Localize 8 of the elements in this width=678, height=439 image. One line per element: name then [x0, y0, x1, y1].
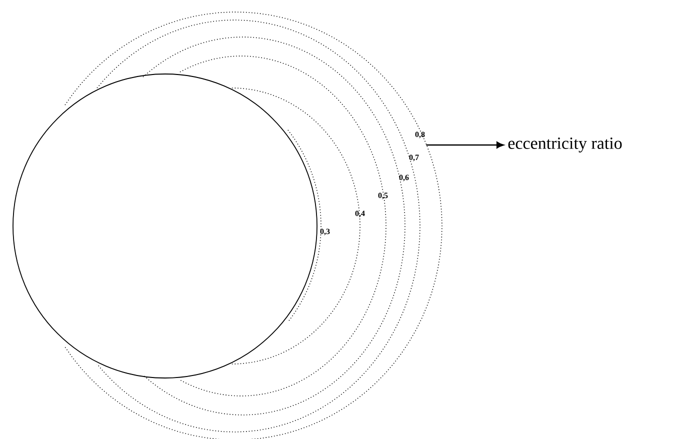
contour-value: 0,8	[415, 132, 425, 138]
axis-label: eccentricity ratio	[508, 138, 622, 152]
contour-value: 0,3	[320, 228, 330, 236]
arrow	[426, 142, 504, 148]
contour-value: 0,4	[355, 210, 365, 218]
contour-value: 0,6	[399, 174, 409, 182]
contour-value: 0,5	[378, 192, 388, 200]
contour-value: 0,7	[409, 154, 419, 162]
